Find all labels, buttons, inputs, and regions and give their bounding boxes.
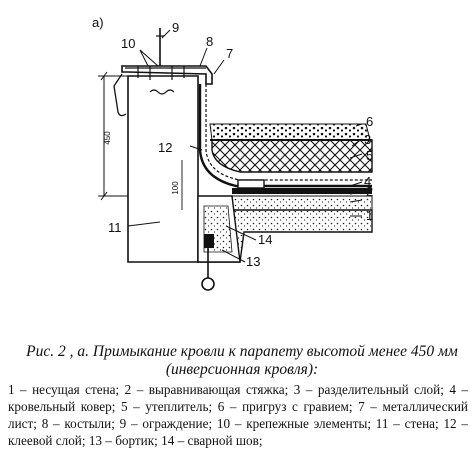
callout-4: 4 <box>364 174 371 189</box>
callout-6: 6 <box>366 114 373 129</box>
insulation <box>211 139 373 173</box>
weld-seam <box>204 234 214 248</box>
callout-13: 13 <box>246 254 260 269</box>
adhesive-layer <box>198 84 372 188</box>
anchor-ring <box>201 277 215 291</box>
gravel-ballast <box>209 123 371 141</box>
dimension-100: 100 <box>171 181 180 195</box>
parapet-junction-drawing: а) 450 100 <box>92 15 373 291</box>
callout-7: 7 <box>226 46 233 61</box>
parapet-wall <box>127 75 199 263</box>
figure-legend: 1 – несущая стена; 2 – выравнивающая стя… <box>8 382 468 448</box>
dimension-450: 450 <box>103 131 112 145</box>
fastening-elements <box>137 66 185 80</box>
callout-2: 2 <box>366 184 373 199</box>
callout-5: 5 <box>366 148 373 163</box>
callout-3: 3 <box>364 132 371 147</box>
callout-8: 8 <box>206 34 213 49</box>
panel-label: а) <box>92 15 104 30</box>
callout-11: 11 <box>108 220 122 235</box>
callout-14: 14 <box>258 232 272 247</box>
callout-10: 10 <box>121 36 135 51</box>
callout-9: 9 <box>172 20 179 35</box>
figure-caption: Рис. 2 , а. Примыкание кровли к парапету… <box>26 343 458 378</box>
levelling-screed <box>219 195 373 211</box>
roofing-membrane <box>232 188 372 194</box>
callout-1: 1 <box>366 208 373 223</box>
callout-12: 12 <box>158 140 172 155</box>
